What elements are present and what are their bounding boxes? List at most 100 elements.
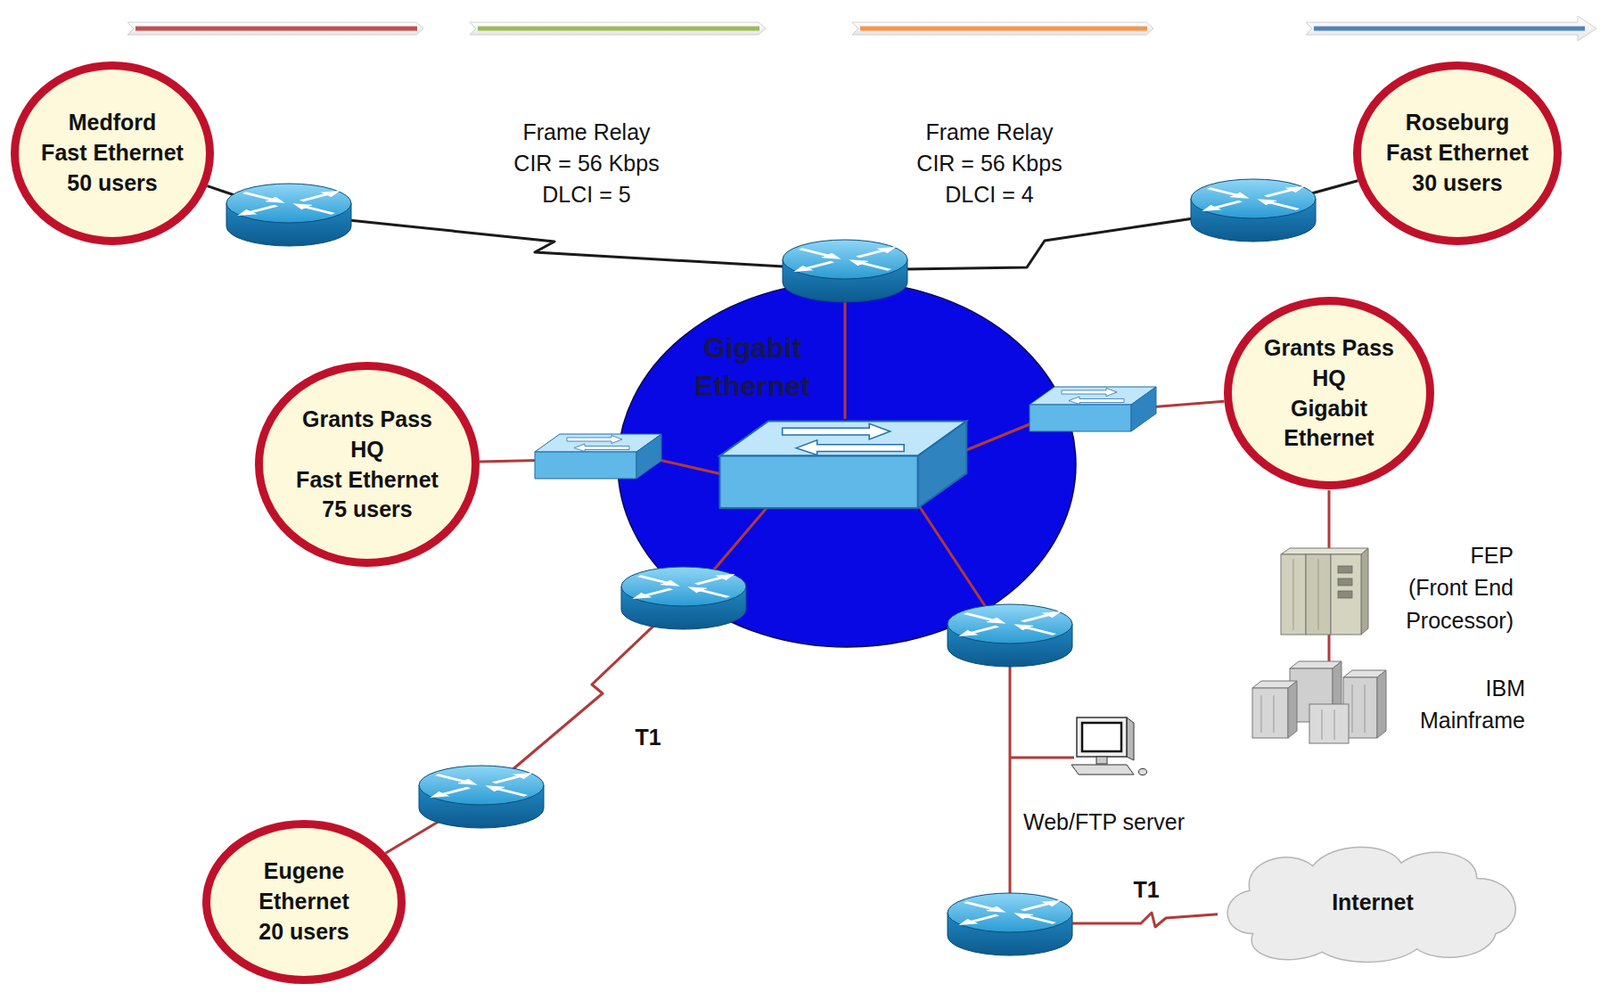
node-label: Eugene Ethernet 20 users bbox=[258, 856, 349, 947]
device-label: FEP (Front End Processor) bbox=[1405, 539, 1514, 637]
node-label: Grants Pass HQ Fast Ethernet 75 users bbox=[295, 404, 439, 526]
text-line: 20 users bbox=[258, 917, 349, 948]
header-bars bbox=[852, 22, 1154, 35]
fep-cabinet bbox=[1280, 548, 1369, 555]
device-label: Web/FTP server bbox=[1023, 805, 1185, 838]
router-icons bbox=[782, 239, 908, 303]
text-line: CIR = 56 Kbps bbox=[916, 147, 1062, 180]
text-line: Ethernet bbox=[258, 886, 349, 918]
fep-cabinet bbox=[1337, 578, 1353, 586]
fep-cabinet bbox=[1305, 554, 1331, 635]
router-icons bbox=[226, 179, 1316, 956]
text-line: T1 bbox=[1132, 874, 1159, 906]
text-line: Internet bbox=[1331, 887, 1414, 919]
backbone-ellipse: Gigabit Ethernet bbox=[616, 280, 1077, 649]
header-bars bbox=[135, 26, 418, 32]
server-computer bbox=[1126, 717, 1134, 761]
header-bars bbox=[1313, 26, 1585, 32]
server-computer bbox=[1082, 722, 1122, 752]
fep-cabinet bbox=[1280, 554, 1306, 635]
text-line: CIR = 56 Kbps bbox=[513, 147, 659, 180]
mainframe-computer bbox=[1252, 661, 1387, 744]
internet-cloud: Internet bbox=[1214, 841, 1531, 965]
text-line: Ethernet bbox=[694, 367, 811, 406]
link-label-box: T1 bbox=[1132, 874, 1159, 906]
header-bars bbox=[477, 26, 760, 32]
site-circle: Eugene Ethernet 20 users bbox=[202, 820, 406, 985]
text-line: Grants Pass bbox=[295, 404, 439, 435]
text-line: Grants Pass bbox=[1263, 333, 1395, 364]
text-line: Medford bbox=[41, 107, 184, 139]
text-line: Processor) bbox=[1405, 603, 1514, 636]
site-outline bbox=[1357, 65, 1559, 242]
text-line: 30 users bbox=[1386, 168, 1529, 199]
text-line: Roseburg bbox=[1386, 107, 1529, 139]
switch-icons bbox=[1029, 386, 1157, 432]
text-group: Grants Pass HQ Gigabit Ethernet bbox=[1263, 333, 1395, 454]
label-box: Web/FTP server bbox=[1023, 805, 1185, 838]
header-bars bbox=[127, 16, 1597, 42]
mainframe-computer bbox=[1364, 684, 1366, 733]
node-label: Grants Pass HQ Gigabit Ethernet bbox=[1263, 333, 1395, 454]
mainframe-computer bbox=[1321, 709, 1323, 740]
switch-icons bbox=[534, 434, 662, 479]
server-computer bbox=[1139, 769, 1148, 776]
mainframe-computer bbox=[1334, 709, 1336, 740]
router-icons bbox=[418, 765, 544, 829]
site-outline bbox=[1228, 301, 1431, 486]
node-outline bbox=[616, 280, 1077, 649]
link-label-box: T1 bbox=[634, 722, 661, 754]
server-computer bbox=[1096, 756, 1108, 764]
header-bars bbox=[860, 26, 1148, 32]
label-box: IBM Mainframe bbox=[1419, 672, 1526, 738]
text-line: FEP bbox=[1405, 539, 1514, 572]
lan-wire bbox=[844, 283, 847, 419]
device-label: IBM Mainframe bbox=[1419, 672, 1526, 738]
lan-wire bbox=[1009, 756, 1075, 760]
link-label: T1 bbox=[634, 722, 661, 754]
text-line: 75 users bbox=[295, 494, 439, 526]
mainframe-computer bbox=[1352, 684, 1354, 733]
server-computer bbox=[1071, 764, 1134, 775]
node-label: Medford Fast Ethernet 50 users bbox=[41, 107, 184, 198]
text-line: Fast Ethernet bbox=[295, 464, 439, 495]
text-line: Gigabit bbox=[694, 328, 811, 368]
link-label-box: Frame Relay CIR = 56 Kbps DLCI = 4 bbox=[916, 116, 1062, 211]
router-icons bbox=[226, 183, 352, 247]
cloud-outline bbox=[1227, 846, 1516, 962]
header-bars bbox=[127, 22, 424, 35]
mainframe-computer bbox=[1261, 695, 1263, 733]
text-line: DLCI = 5 bbox=[513, 179, 659, 211]
mainframe-computer bbox=[1288, 681, 1297, 739]
node-label: Internet bbox=[1331, 887, 1414, 919]
router-icons bbox=[947, 893, 1073, 956]
server-computer bbox=[1071, 717, 1148, 776]
text-line: Fast Ethernet bbox=[41, 138, 184, 169]
text-group: Gigabit Ethernet bbox=[694, 328, 811, 406]
text-line: 50 users bbox=[41, 168, 184, 199]
site-circle: Grants Pass HQ Fast Ethernet 75 users bbox=[254, 361, 480, 567]
fep-cabinet bbox=[1337, 590, 1353, 599]
router-icons bbox=[947, 604, 1073, 667]
site-circle: Grants Pass HQ Gigabit Ethernet bbox=[1223, 296, 1435, 490]
text-line: DLCI = 4 bbox=[916, 179, 1062, 211]
site-circle: Roseburg Fast Ethernet 30 users bbox=[1353, 61, 1562, 246]
text-line: Frame Relay bbox=[916, 116, 1062, 148]
text-line: Mainframe bbox=[1419, 704, 1526, 737]
fep-cabinet bbox=[1330, 554, 1362, 635]
node-label: Gigabit Ethernet bbox=[694, 328, 811, 406]
text-group: Roseburg Fast Ethernet 30 users bbox=[1386, 107, 1529, 198]
fep-cabinet bbox=[1318, 558, 1320, 631]
text-line: (Front End bbox=[1405, 571, 1514, 604]
text-group: Eugene Ethernet 20 users bbox=[258, 856, 349, 947]
server-computer bbox=[1076, 717, 1127, 757]
text-line: Ethernet bbox=[1263, 423, 1395, 454]
link-label: Frame Relay CIR = 56 Kbps DLCI = 4 bbox=[916, 116, 1062, 211]
text-group: Grants Pass HQ Fast Ethernet 75 users bbox=[295, 404, 439, 526]
mainframe-computer bbox=[1309, 704, 1349, 744]
lan-wire bbox=[1328, 490, 1331, 557]
mainframe-computer bbox=[1252, 688, 1289, 739]
router-icons bbox=[1190, 179, 1316, 242]
header-bars bbox=[1305, 16, 1597, 42]
